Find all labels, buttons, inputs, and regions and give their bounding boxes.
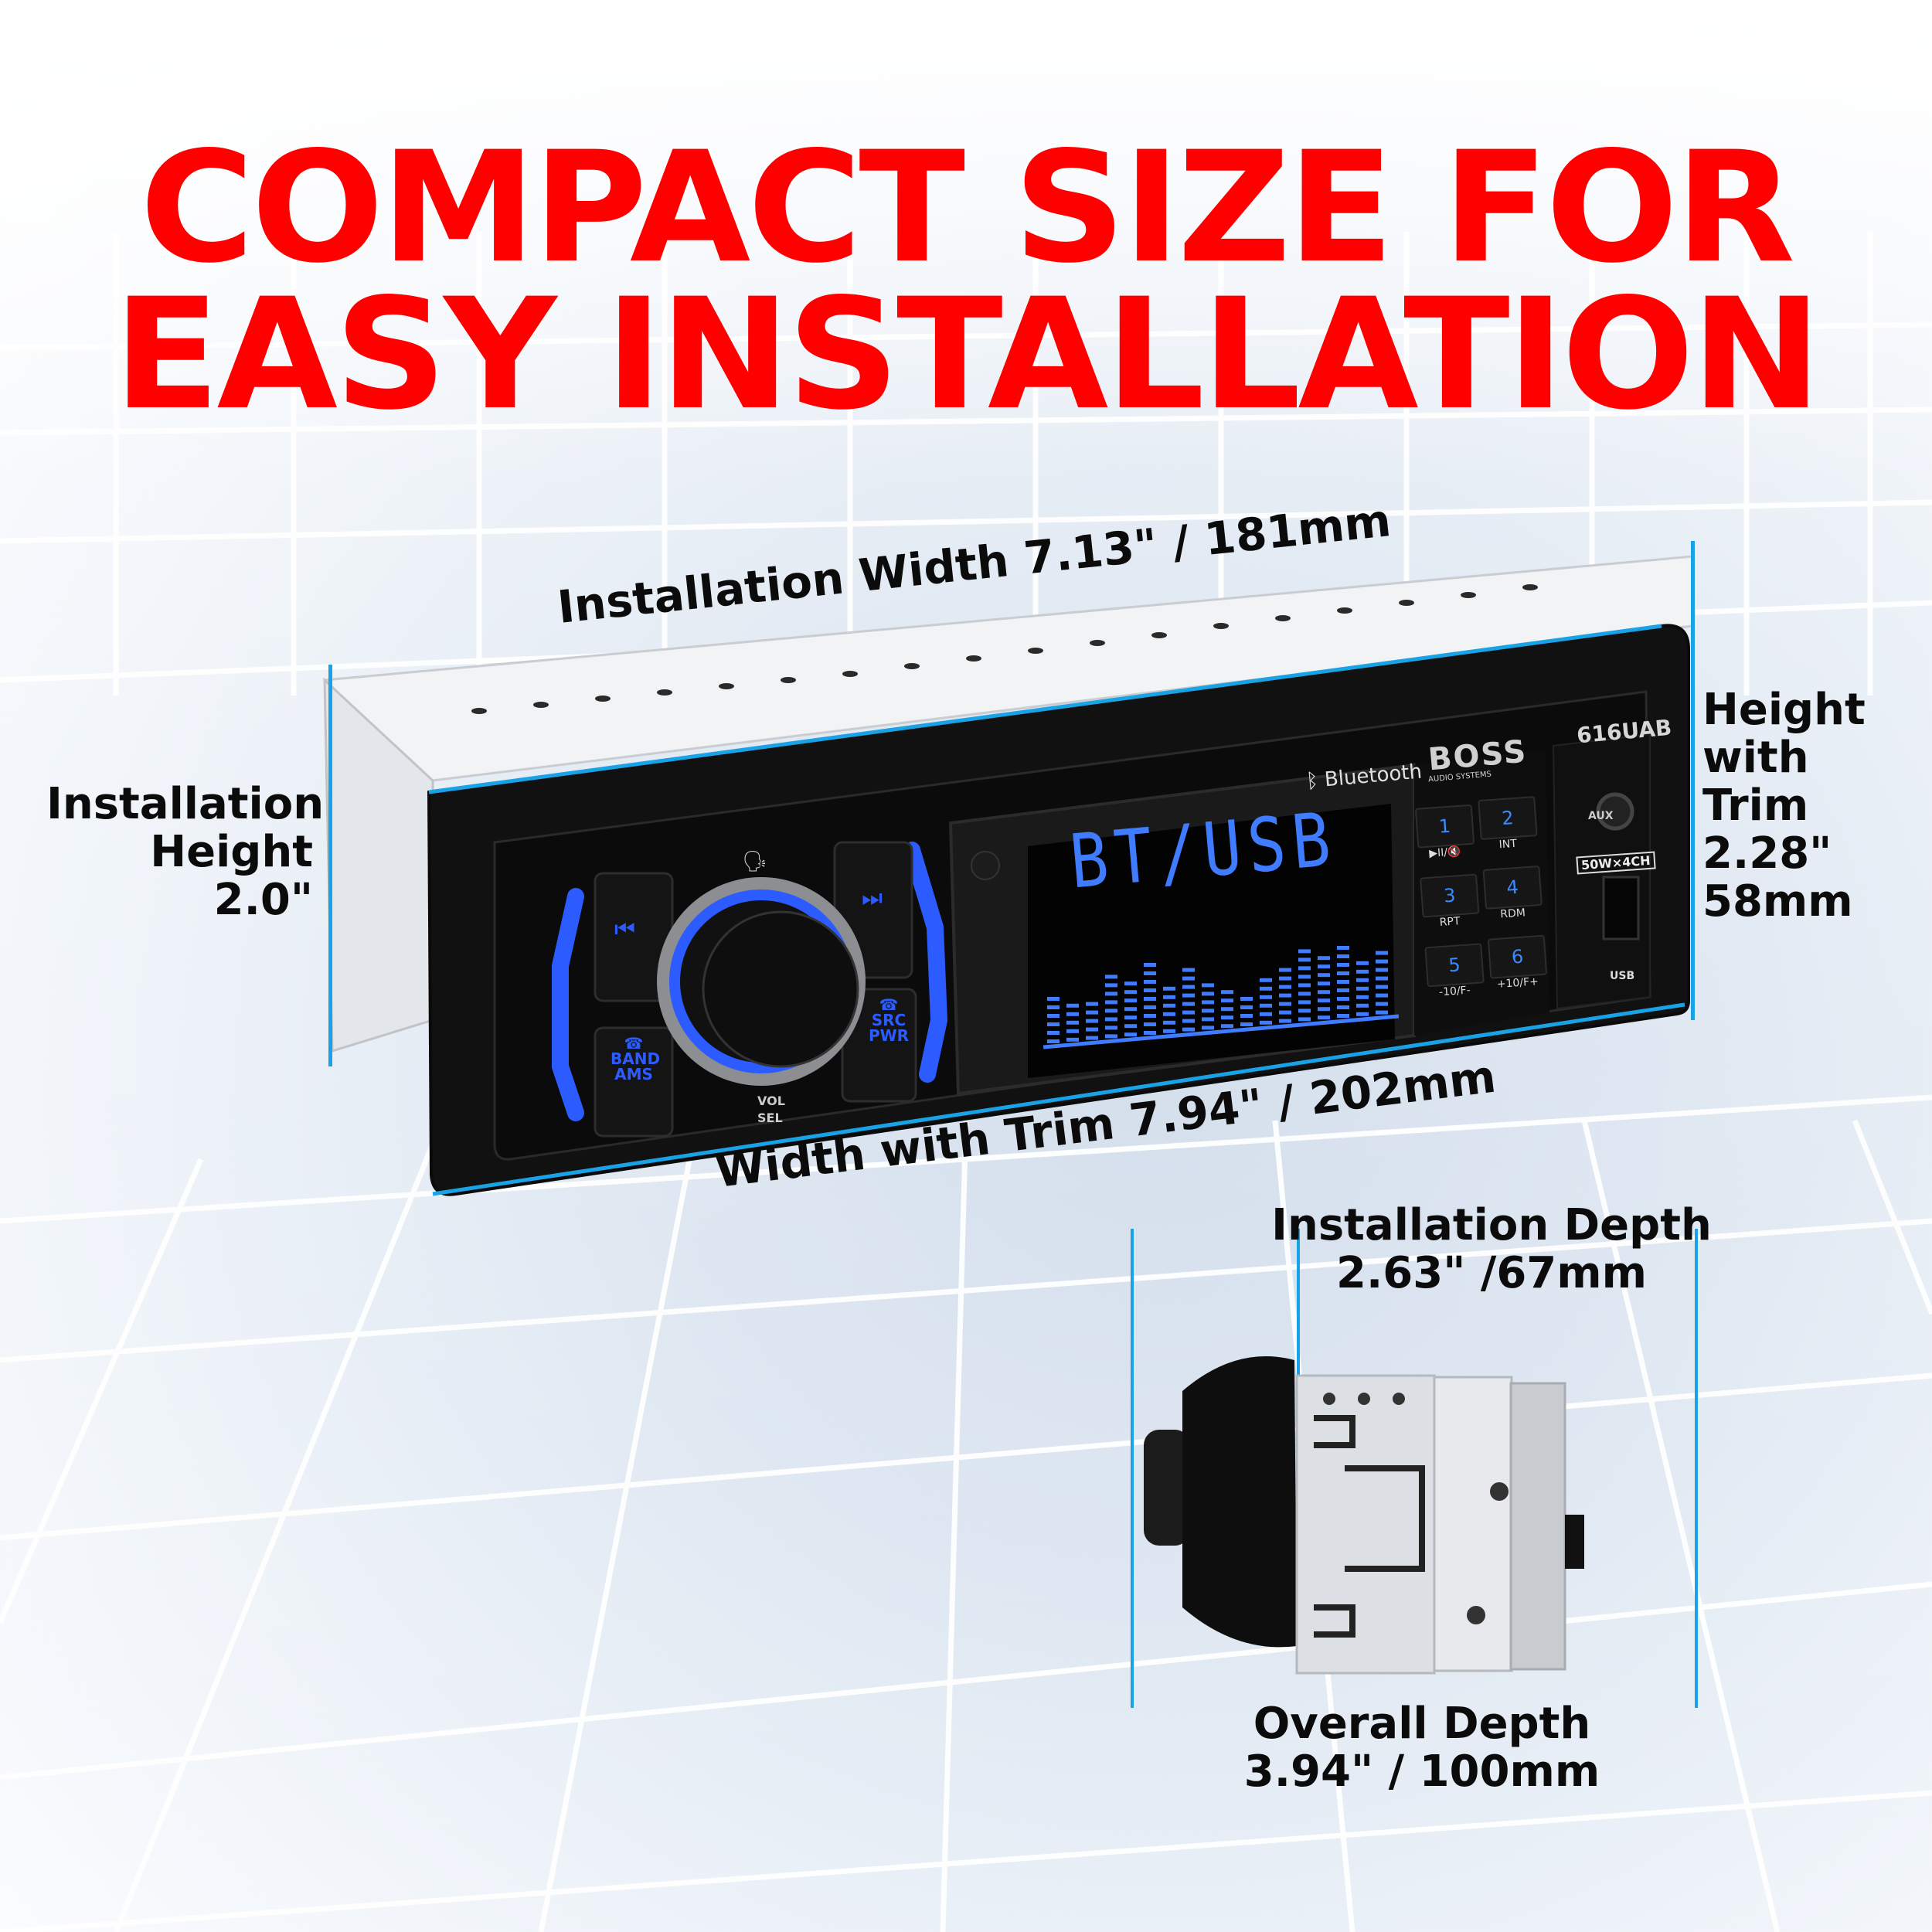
band-ams-button[interactable]: ☎ BAND AMS: [611, 1034, 661, 1083]
preset-label-2: INT: [1498, 837, 1518, 852]
knob-label-vol: VOL: [757, 1094, 785, 1108]
voice-icon: 🗣: [742, 850, 768, 873]
next-icon: ⏭: [862, 885, 883, 912]
dimension-line-depth-right: [1695, 1229, 1698, 1708]
installation-height-label: Installation Height 2.0": [46, 779, 325, 925]
preset-button-1[interactable]: 1: [1414, 804, 1475, 849]
usb-port[interactable]: [1604, 877, 1638, 939]
bluetooth-icon: ᛒ: [1304, 769, 1320, 794]
aux-input-jack[interactable]: [1598, 794, 1632, 828]
src-pwr-button[interactable]: ☎ SRC PWR: [866, 997, 912, 1043]
preset-label-5: -10/F-: [1438, 984, 1471, 999]
preset-grid: 1 ▶II/🔇 2 INT 3 RPT 4 RDM 5 -10/F- 6 +10…: [1414, 792, 1553, 1024]
height-with-trim-label: Height with Trim 2.28" 58mm: [1702, 685, 1866, 927]
preset-button-5[interactable]: 5: [1424, 943, 1485, 988]
dimension-line-left-vertical: [328, 665, 332, 1066]
preset-button-4[interactable]: 4: [1482, 865, 1543, 910]
preset-label-4: RDM: [1499, 906, 1526, 921]
volume-knob[interactable]: [680, 904, 846, 1070]
headline-line-2: EASY INSTALLATION: [113, 265, 1822, 444]
previous-icon: ⏮: [614, 916, 635, 943]
car-stereo-side-view: [1144, 1356, 1584, 1675]
preset-label-3: RPT: [1439, 915, 1461, 930]
next-track-button[interactable]: ⏭: [862, 885, 883, 912]
phone-icon: ☎: [624, 1034, 644, 1053]
aux-label: AUX: [1588, 810, 1614, 822]
overall-depth-label: Overall Depth 3.94" / 100mm: [1243, 1699, 1600, 1797]
usb-label: USB: [1610, 970, 1635, 982]
installation-depth-label: Installation Depth 2.63" /67mm: [1271, 1200, 1712, 1298]
headline-line-1: COMPACT SIZE FOR: [139, 118, 1795, 297]
preset-button-3[interactable]: 3: [1420, 873, 1480, 918]
dimension-line-right-vertical: [1691, 541, 1695, 1020]
dimension-line-depth-mid: [1131, 1229, 1134, 1708]
preset-button-2[interactable]: 2: [1478, 796, 1538, 841]
knob-label-sel: SEL: [757, 1111, 783, 1125]
preset-label-1: ▶II/🔇: [1428, 845, 1461, 860]
previous-track-button[interactable]: ⏮: [614, 916, 635, 943]
preset-button-6[interactable]: 6: [1487, 934, 1548, 979]
hangup-icon: ☎: [879, 995, 899, 1014]
preset-label-6: +10/F+: [1496, 975, 1539, 992]
lcd-equalizer: [1043, 946, 1399, 1049]
